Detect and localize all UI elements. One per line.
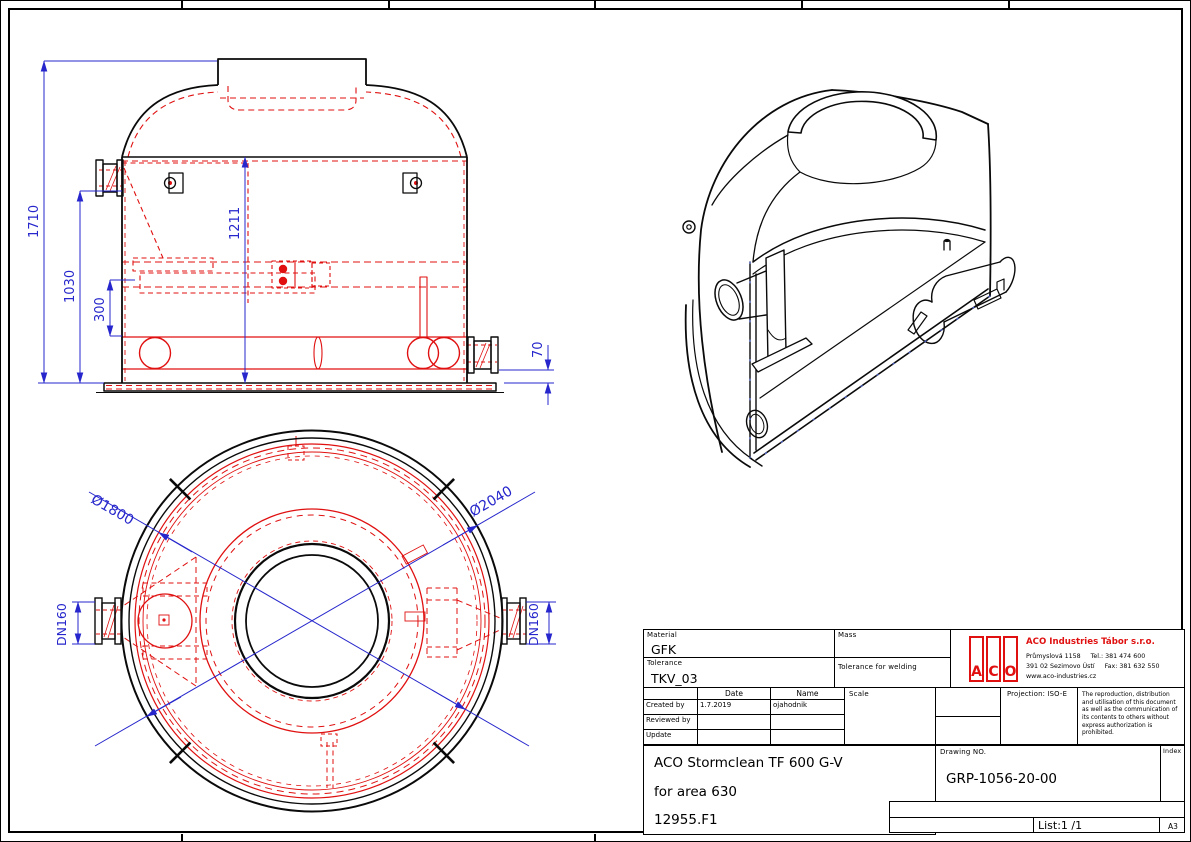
name-header: Name: [771, 688, 844, 700]
aco-logo-letter: O: [1003, 636, 1018, 682]
empty-cell: [935, 687, 1001, 745]
frame-tick: [181, 0, 183, 8]
projection-cell: Projection: ISO-E: [1000, 687, 1078, 745]
drawing-no-cell: Drawing NO. GRP-1056-20-00: [935, 745, 1161, 802]
company-web: www.aco-industries.cz: [1026, 672, 1097, 680]
mass-cell: Mass: [834, 629, 951, 658]
dim-label-dn160-right: DN160: [526, 603, 541, 646]
front-view: 1710 1030 300 1211 70: [27, 58, 554, 405]
material-label: Material: [647, 631, 678, 639]
reviewed-name: [771, 715, 844, 730]
list-value: List:1 /1: [1033, 818, 1082, 832]
dim-label-dn160-left: DN160: [54, 603, 69, 646]
update-name: [771, 730, 844, 744]
drawing-no-value: GRP-1056-20-00: [946, 771, 1058, 787]
drawing-frame: [8, 8, 1183, 833]
signature-table: Date Name Created by 1.7.2019 ojahodnik …: [643, 687, 845, 745]
frame-tick: [801, 0, 803, 8]
legal-text: The reproduction, distribution and utili…: [1082, 692, 1178, 737]
tolerance-cell: Tolerance TKV_03: [643, 657, 835, 688]
dim-label-70: 70: [531, 341, 546, 358]
list-strip: List:1 /1 A3: [889, 801, 1185, 833]
front-internals-red: [99, 86, 497, 390]
reviewed-date: [698, 715, 771, 730]
frame-tick: [181, 834, 183, 842]
company-address2: 391 02 Sezimovo Ústí: [1026, 663, 1095, 671]
dim-label-1030: 1030: [63, 270, 78, 303]
projection-label: Projection: ISO-E: [1007, 690, 1068, 698]
corner-cell: [644, 688, 698, 700]
welding-tolerance-label: Tolerance for welding: [838, 663, 917, 671]
front-dim-labels: 1710 1030 300 1211 70: [27, 205, 546, 358]
dim-label-300: 300: [93, 297, 108, 322]
dim-label-d1800: Ø1800: [88, 492, 136, 529]
index-cell: Index: [1160, 745, 1185, 802]
drawing-code: 12955.F1: [654, 812, 718, 828]
dim-label-1710: 1710: [27, 205, 42, 238]
scale-cell: Scale: [844, 687, 936, 745]
reviewed-by-label: Reviewed by: [644, 715, 698, 730]
frame-tick: [388, 0, 390, 8]
drawing-title-cell: ACO Stormclean TF 600 G-V for area 630 1…: [643, 745, 936, 835]
frame-tick: [1008, 0, 1010, 8]
mass-label: Mass: [838, 631, 857, 639]
created-name: ojahodnik: [771, 700, 844, 715]
dim-label-d2040: Ø2040: [467, 483, 515, 520]
frame-tick: [594, 0, 596, 8]
aco-logo-letter: A: [969, 636, 984, 682]
dim-label-1211: 1211: [228, 207, 243, 240]
isometric-view: [682, 89, 1016, 468]
format-label: A3: [1159, 818, 1186, 832]
company-name: ACO Industries Tábor s.r.o.: [1026, 637, 1155, 647]
company-tel: Tel.: 381 474 600: [1090, 653, 1146, 661]
tolerance-label: Tolerance: [647, 659, 683, 667]
plan-view: Ø1800 Ø2040 DN160 DN160: [54, 429, 556, 813]
frame-tick: [594, 834, 596, 842]
scale-label: Scale: [849, 690, 869, 698]
update-date: [698, 730, 771, 744]
front-dimensions: [38, 60, 554, 405]
company-address1: Průmyslová 1158: [1026, 653, 1081, 661]
material-cell: Material GFK: [643, 629, 835, 658]
front-outline: [95, 58, 504, 394]
date-header: Date: [698, 688, 771, 700]
plan-dim-labels: Ø1800 Ø2040 DN160 DN160: [54, 483, 541, 646]
tolerance-value: TKV_03: [651, 671, 698, 686]
plan-dimensions: [72, 491, 556, 747]
legal-cell: The reproduction, distribution and utili…: [1077, 687, 1185, 745]
created-date: 1.7.2019: [698, 700, 771, 715]
aco-logo-letter: C: [986, 636, 1001, 682]
aco-logo: A C O: [969, 636, 1018, 682]
company-fax: Fax: 381 632 550: [1104, 663, 1160, 671]
drawing-subtitle: for area 630: [654, 784, 738, 800]
welding-tolerance-cell: Tolerance for welding: [834, 657, 951, 688]
plan-internals-red: [96, 436, 526, 799]
material-value: GFK: [651, 642, 677, 657]
company-cell: A C O ACO Industries Tábor s.r.o. Průmys…: [950, 629, 1185, 688]
drawing-title: ACO Stormclean TF 600 G-V: [654, 755, 843, 771]
update-label: Update: [644, 730, 698, 744]
created-by-label: Created by: [644, 700, 698, 715]
index-label: Index: [1163, 748, 1182, 755]
plan-outline: [94, 429, 527, 813]
drawing-no-label: Drawing NO.: [940, 748, 987, 756]
